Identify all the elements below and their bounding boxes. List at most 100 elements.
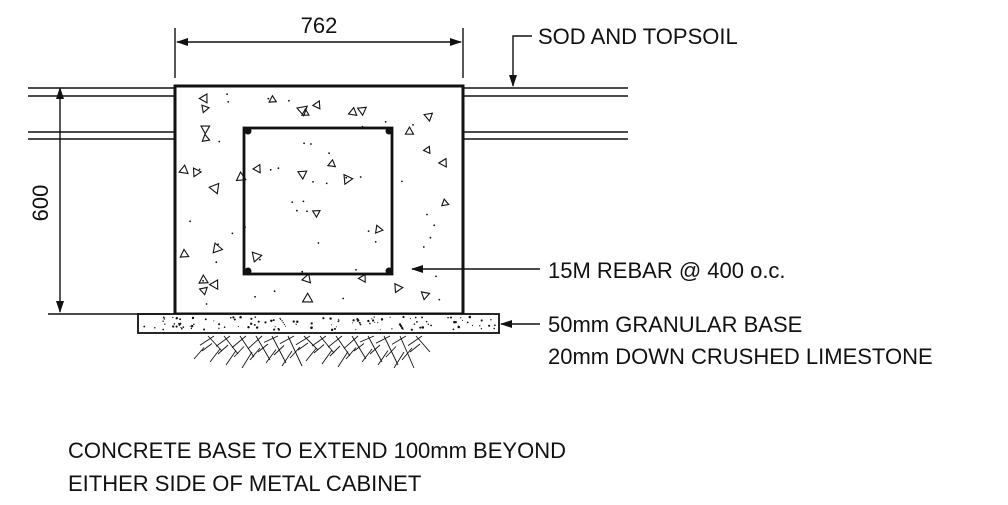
gravel-particle	[453, 320, 456, 324]
gravel-particle	[282, 321, 284, 324]
earth-hatch-stroke	[313, 344, 325, 354]
gravel-particle	[449, 316, 453, 319]
gravel-particle	[264, 321, 267, 324]
gravel-particle	[239, 316, 242, 319]
gravel-particle	[430, 324, 432, 327]
gravel-particle	[337, 320, 340, 323]
gravel-particle	[254, 316, 257, 318]
gravel-particle	[162, 320, 164, 323]
aggregate-stone	[268, 94, 278, 103]
gravel-particle	[352, 319, 355, 322]
aggregate-stone	[200, 125, 211, 135]
gravel-particle	[402, 315, 405, 319]
aggregate-stone	[300, 272, 312, 284]
ground-lines	[28, 87, 628, 140]
earth-hatch-stroke	[257, 343, 269, 353]
gravel-particle	[377, 322, 379, 324]
base-label-line1: 50mm GRANULAR BASE	[548, 312, 802, 337]
gravel-particle	[190, 327, 193, 330]
gravel-particle	[143, 325, 146, 328]
aggregate-speck	[374, 241, 377, 243]
gravel-particle	[379, 329, 381, 331]
gravel-particle	[164, 323, 166, 325]
gravel-particle	[333, 327, 336, 330]
earth-hatch-stroke	[233, 346, 245, 358]
gravel-particle	[172, 325, 174, 328]
aggregate-stone	[198, 286, 209, 296]
earth-hatch-stroke	[353, 343, 365, 352]
aggregate-speck	[328, 152, 330, 155]
gravel-particle	[371, 318, 373, 320]
gravel-particle	[367, 319, 370, 323]
concrete-block	[173, 84, 465, 316]
earth-hatch-stroke	[265, 349, 277, 364]
earth-hatch-stroke	[287, 335, 303, 367]
rebar-bars	[244, 127, 393, 275]
aggregate-speck	[227, 101, 230, 103]
width-dimension	[174, 28, 464, 78]
gravel-particle	[416, 321, 418, 323]
aggregate-speck	[426, 213, 428, 216]
aggregate-stone	[311, 210, 321, 219]
gravel-particle	[452, 328, 454, 330]
gravel-particle	[335, 326, 337, 328]
aggregate-speck	[302, 200, 305, 203]
gravel-particle	[480, 327, 483, 330]
aggregate-speck	[345, 176, 348, 179]
earth-hatch	[193, 335, 431, 369]
earth-hatch-stroke	[231, 335, 247, 348]
gravel-particle	[358, 321, 361, 324]
earth-hatch-stroke	[407, 335, 423, 346]
gravel-particle	[389, 316, 391, 318]
aggregate-speck	[291, 201, 294, 204]
earth-hatch-stroke	[247, 335, 263, 350]
gravel-particle	[175, 325, 178, 328]
aggregate-stone	[212, 242, 224, 254]
gravel-particle	[284, 325, 287, 327]
aggregate-speck	[384, 121, 387, 123]
gravel-particle	[250, 322, 253, 325]
gravel-particle	[281, 320, 283, 322]
gravel-particle	[480, 319, 483, 322]
gravel-particle	[322, 317, 325, 320]
earth-hatch-stroke	[343, 335, 359, 349]
earth-hatch-stroke	[385, 346, 397, 358]
gravel-particle	[494, 324, 496, 327]
gravel-particle	[175, 316, 179, 320]
gravel-particle	[213, 320, 215, 322]
gravel-particle	[447, 316, 449, 319]
gravel-particle	[179, 322, 182, 325]
gravel-particle	[237, 326, 239, 328]
aggregate-stone	[179, 248, 190, 258]
rebar-label: 15M REBAR @ 400 o.c.	[548, 258, 786, 283]
granular-base-texture	[143, 315, 496, 332]
rebar-cage	[242, 126, 394, 276]
earth-hatch-stroke	[199, 335, 215, 346]
concrete-aggregate-texture	[178, 93, 450, 305]
aggregate-speck	[269, 168, 272, 171]
gravel-particle	[461, 319, 464, 321]
aggregate-stone	[423, 112, 434, 123]
gravel-particle	[355, 329, 357, 331]
gravel-particle	[413, 323, 416, 325]
gravel-particle	[247, 326, 250, 329]
gravel-particle	[409, 318, 412, 320]
earth-hatch-stroke	[393, 351, 405, 369]
earth-hatch-stroke	[193, 347, 205, 360]
aggregate-stone	[394, 282, 404, 294]
gravel-particle	[172, 316, 174, 319]
gravel-particle	[471, 324, 474, 327]
earth-hatch-stroke	[329, 345, 341, 357]
earth-hatch-stroke	[321, 349, 333, 365]
aggregate-stone	[201, 104, 211, 114]
earth-hatch-stroke	[337, 351, 349, 368]
earth-hatch-stroke	[241, 351, 253, 369]
gravel-particle	[352, 322, 354, 324]
gravel-particle	[257, 320, 260, 323]
aggregate-stone	[356, 106, 368, 117]
aggregate-speck	[296, 209, 298, 212]
aggregate-speck	[301, 270, 304, 273]
aggregate-speck	[317, 242, 320, 244]
aggregate-stone	[208, 279, 219, 291]
gravel-particle	[369, 322, 371, 325]
